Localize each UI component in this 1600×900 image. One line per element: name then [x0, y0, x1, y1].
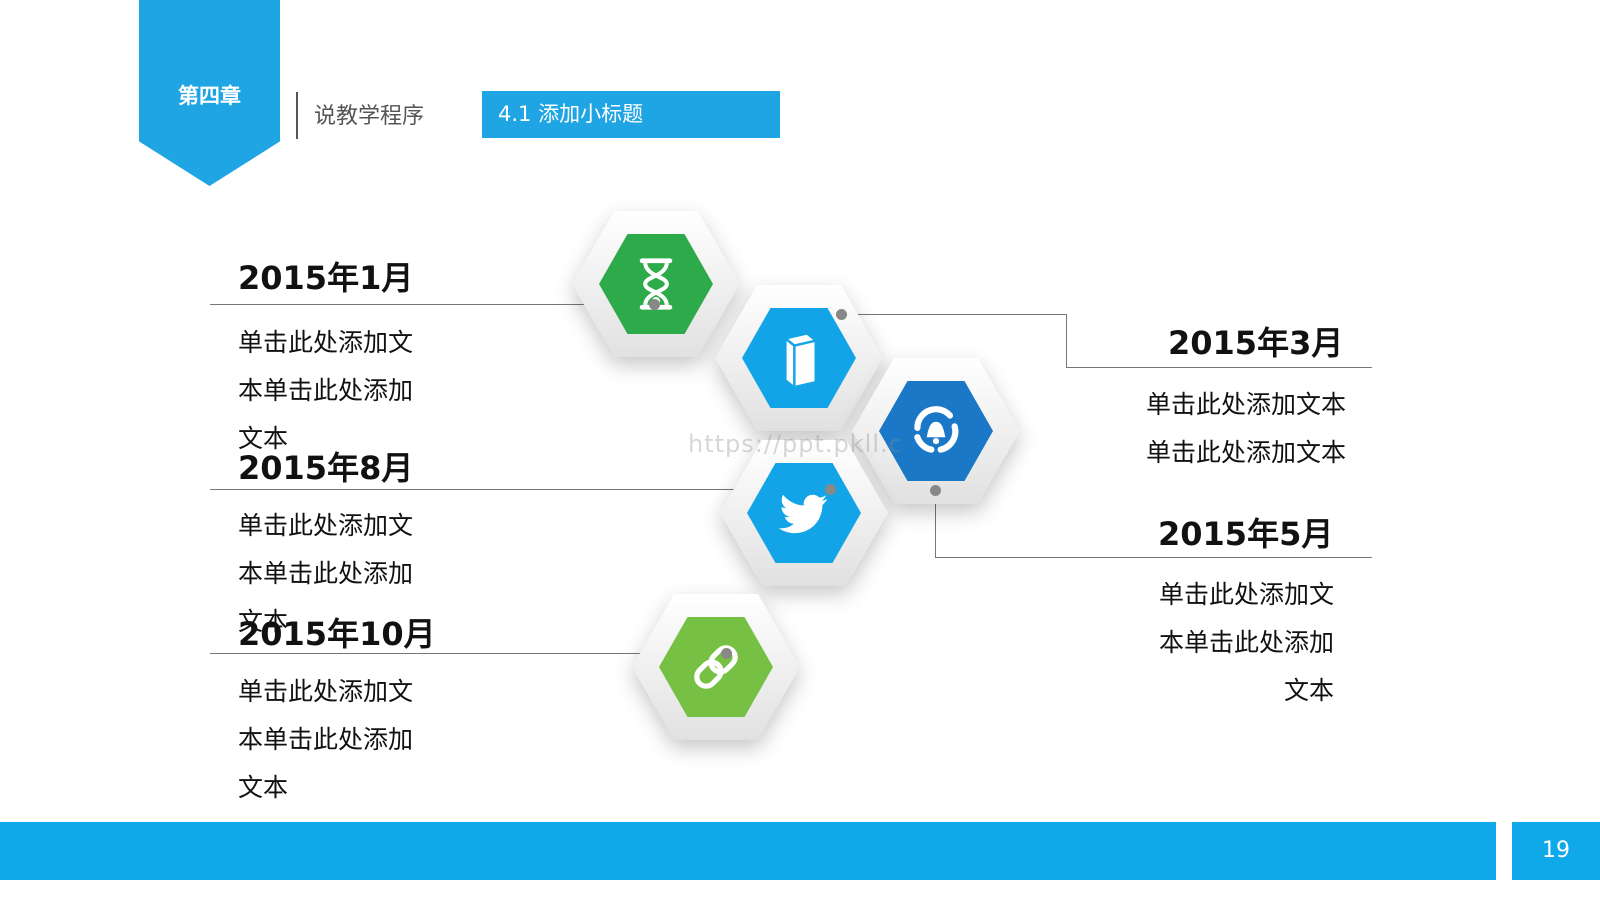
connector-line-oct — [210, 653, 726, 654]
hex-link — [632, 594, 800, 740]
bell-icon — [914, 406, 959, 453]
connector-line-jan — [210, 304, 654, 305]
milestone-text-jan: 单击此处添加文本单击此处添加文本 — [238, 328, 414, 453]
chapter-label: 第四章 — [178, 84, 241, 108]
book-icon — [785, 334, 815, 386]
chapter-tab — [139, 0, 280, 186]
milestone-text-aug: 单击此处添加文本单击此处添加文本 — [238, 511, 414, 636]
milestone-date-may: 2015年5月 — [1158, 515, 1334, 553]
bird-icon — [778, 494, 828, 534]
connector-line-aug — [210, 489, 830, 490]
link-icon — [694, 645, 738, 689]
hex-bird — [720, 440, 888, 586]
connector-line-may-bottom — [935, 557, 1372, 558]
milestone-text-oct: 单击此处添加文本单击此处添加文本 — [238, 677, 414, 802]
milestone-text-may: 单击此处添加文本单击此处添加文本 — [1158, 580, 1334, 705]
milestone-date-aug: 2015年8月 — [238, 449, 414, 487]
connector-dot-oct — [721, 648, 732, 659]
connector-line-mar-vertical — [1066, 314, 1067, 367]
hex-bell — [852, 358, 1020, 504]
subtitle-box: 4.1 添加小标题 — [482, 91, 780, 138]
connector-dot-aug — [825, 484, 836, 495]
section-title: 说教学程序 — [314, 104, 425, 129]
footer-bar — [0, 822, 1496, 880]
milestone-date-oct: 2015年10月 — [238, 615, 436, 653]
watermark-text: https://ppt.pkll.c — [688, 430, 903, 458]
connector-dot-jan — [649, 299, 660, 310]
milestone-text-mar: 单击此处添加文本单击此处添加文本 — [1145, 390, 1346, 467]
connector-dot-mar — [836, 309, 847, 320]
milestone-date-jan: 2015年1月 — [238, 259, 414, 297]
header-divider — [296, 92, 298, 139]
page-number: 19 — [1512, 822, 1600, 880]
milestone-date-mar: 2015年3月 — [1168, 324, 1344, 362]
connector-dot-may — [930, 485, 941, 496]
hex-book — [715, 285, 883, 431]
connector-line-mar-bottom — [1066, 367, 1372, 368]
connector-line-may-vertical — [935, 490, 936, 557]
connector-line-mar-top — [841, 314, 1067, 315]
hex-hourglass — [572, 211, 740, 357]
